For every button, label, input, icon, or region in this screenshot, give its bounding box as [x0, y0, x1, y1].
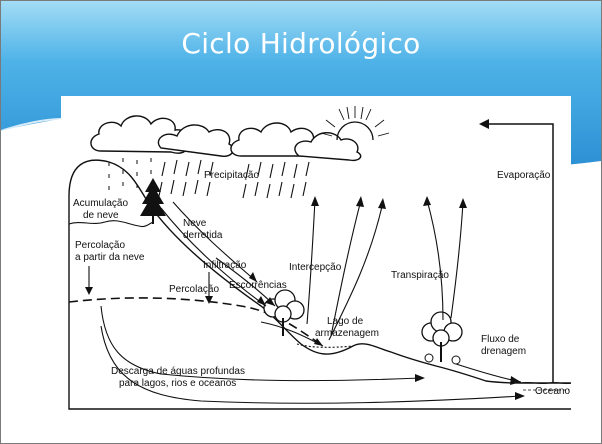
- label-drainage-flow-2: drenagem: [481, 346, 526, 357]
- rain-cloud: [230, 122, 362, 162]
- conifer-tree-icon: [140, 178, 166, 224]
- water-table: [68, 297, 317, 342]
- label-ocean: Oceano: [535, 386, 570, 397]
- ocean-water: [520, 381, 571, 385]
- label-storage-lake-2: armazenagem: [315, 328, 379, 339]
- deep-discharge-arrow-bottom: [100, 325, 522, 404]
- label-evaporation: Evaporação: [497, 170, 551, 181]
- sun-icon: [320, 106, 390, 141]
- title-banner: [1, 1, 601, 171]
- rainfall: [158, 159, 310, 199]
- storage-lake-water: [296, 343, 354, 348]
- snowmelt-arrow: [172, 201, 258, 283]
- base-line: [68, 196, 571, 410]
- label-storage-lake-1: Lago de: [327, 316, 364, 327]
- lake-evap-arrow: [328, 201, 384, 341]
- interception-arrow: [306, 199, 316, 325]
- label-interception: Intercepção: [289, 262, 342, 273]
- transpiration-arrow-2: [450, 201, 464, 319]
- label-snowmelt-2: derretida: [183, 230, 223, 241]
- runoff-arrow: [160, 207, 267, 307]
- snow-cloud: [90, 115, 234, 157]
- label-runoff: Escorrências: [229, 280, 287, 291]
- label-percolation: Percolação: [169, 284, 219, 295]
- label-deep-discharge-1: Descarga de águas profundas: [111, 366, 245, 377]
- tree-left-icon: [263, 289, 305, 336]
- evaporation-arrowhead: [479, 119, 489, 129]
- evaporation-ground-arrow: [330, 199, 362, 337]
- hydrologic-cycle-diagram: Precipitação Evaporação Acumulação de ne…: [61, 96, 571, 416]
- deep-discharge-arrow-top: [100, 305, 422, 382]
- arrowheads: [85, 196, 525, 400]
- terrain-surface: [68, 159, 571, 384]
- label-infiltration: Infiltração: [203, 260, 247, 271]
- label-snow-accumulation-2: de neve: [83, 210, 119, 221]
- label-drainage-flow-1: Fluxo de: [481, 334, 520, 345]
- slide-title: Ciclo Hidrológico: [181, 27, 421, 60]
- label-snow-percolation-2: a partir da neve: [75, 252, 145, 263]
- snowfall: [108, 158, 152, 190]
- snow-layer: [68, 220, 154, 228]
- label-deep-discharge-2: para lagos, rios e oceanos: [119, 378, 236, 389]
- label-snowmelt-1: Neve: [183, 218, 207, 229]
- label-precipitation: Precipitação: [204, 170, 259, 181]
- label-snow-percolation-1: Percolação: [75, 240, 125, 251]
- transpiration-arrow-1: [426, 199, 444, 321]
- evaporation-path: [481, 123, 554, 383]
- tree-right-icon: [421, 311, 463, 365]
- label-transpiration: Transpiração: [391, 270, 449, 281]
- label-snow-accumulation-1: Acumulação: [73, 198, 128, 209]
